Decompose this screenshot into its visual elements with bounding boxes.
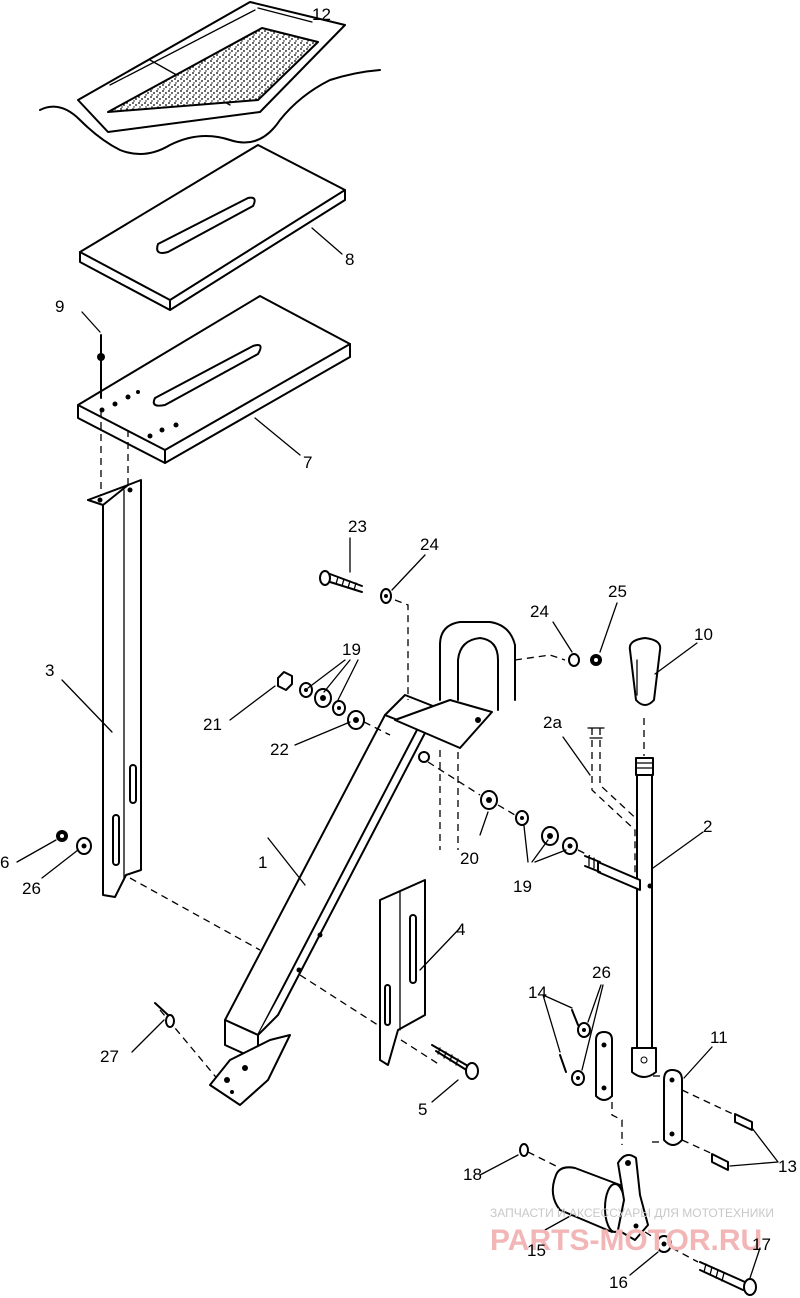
- callout-6: 6: [0, 853, 9, 872]
- pivot-bracket: [394, 621, 516, 850]
- mounting-plate: [77, 295, 351, 464]
- callout-24: 24: [530, 602, 549, 621]
- callout-5: 5: [418, 1100, 427, 1119]
- side-bracket: [379, 879, 426, 1066]
- lever-pin: [584, 855, 653, 891]
- watermark: ЗАПЧАСТИ И АКСЕССУАРЫ ДЛЯ МОТОТЕХНИКИ PA…: [490, 1206, 774, 1257]
- callout-17: 17: [752, 1235, 771, 1254]
- callout-4: 4: [456, 920, 465, 939]
- callout-12: 12: [312, 5, 331, 24]
- crank-arm: [551, 1153, 649, 1241]
- pins-13: [681, 1089, 753, 1171]
- small-pin-27: [154, 1002, 175, 1028]
- callout-26: 26: [22, 879, 41, 898]
- callout-24: 24: [420, 535, 439, 554]
- callout-23: 23: [348, 517, 367, 536]
- pin-18: [519, 1143, 561, 1169]
- main-tube: [209, 694, 439, 1106]
- left-washer-stack: [277, 671, 391, 736]
- callout-10: 10: [694, 625, 713, 644]
- callout-18: 18: [463, 1165, 482, 1184]
- callout-11: 11: [710, 1028, 728, 1047]
- callout-2a: 2a: [543, 713, 562, 732]
- callout-21: 21: [203, 715, 222, 734]
- bolt-5: [431, 1044, 479, 1080]
- callout-2: 2: [703, 817, 712, 836]
- floor-panel: [39, 1, 381, 155]
- callout-13: 13: [778, 1157, 797, 1176]
- right-washer-stack: [427, 761, 591, 857]
- leader-lines: [16, 7, 779, 1279]
- clevis-assembly: [559, 1009, 613, 1101]
- pin: [97, 334, 129, 495]
- callout-7: 7: [303, 453, 312, 472]
- callout-26: 26: [592, 963, 611, 982]
- callout-22: 22: [270, 740, 289, 759]
- callout-1: 1: [258, 853, 267, 872]
- callout-19: 19: [513, 877, 532, 896]
- pad-plate: [79, 144, 346, 311]
- link-plate: [611, 1069, 683, 1146]
- vertical-bracket: [87, 479, 142, 898]
- callout-9: 9: [55, 297, 64, 316]
- callout-20: 20: [460, 849, 479, 868]
- callout-15: 15: [527, 1241, 546, 1260]
- pivot-bolt: [319, 570, 409, 700]
- callout-27: 27: [100, 1047, 119, 1066]
- shift-lever: [631, 718, 657, 1078]
- watermark-tagline: ЗАПЧАСТИ И АКСЕССУАРЫ ДЛЯ МОТОТЕХНИКИ: [490, 1206, 774, 1220]
- callout-16: 16: [609, 1273, 628, 1292]
- shift-knob: [628, 637, 662, 706]
- callout-25: 25: [608, 582, 627, 601]
- pivot-nut-set: [514, 653, 602, 667]
- bracket-fasteners: [56, 830, 92, 855]
- callout-3: 3: [45, 661, 54, 680]
- callout-14: 14: [528, 983, 547, 1002]
- optional-rod: [587, 727, 644, 880]
- callout-labels: 122a345678910111213141516171819192021222…: [0, 5, 797, 1292]
- callout-8: 8: [345, 250, 354, 269]
- watermark-brand: PARTS-MOTOR.RU: [490, 1224, 762, 1257]
- bolt-17-washer-16: [644, 1231, 757, 1296]
- callout-19: 19: [342, 640, 361, 659]
